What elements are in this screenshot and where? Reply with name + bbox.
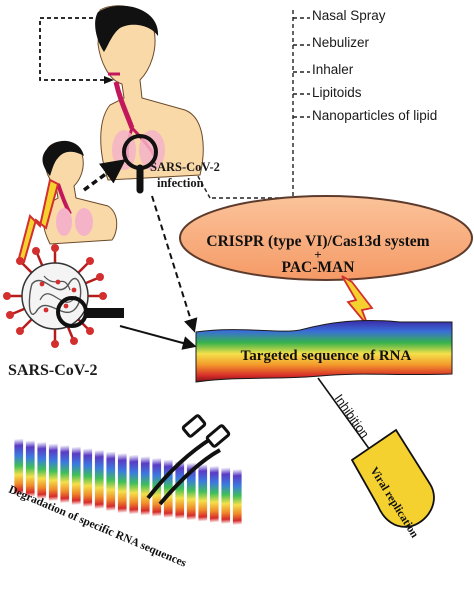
virus-to-rna-arrow — [119, 325, 197, 350]
rna-fragment — [59, 444, 70, 504]
delivery-method-nasal-spray: Nasal Spray — [312, 8, 386, 23]
inhibition-line — [317, 377, 371, 451]
rna-fragment — [25, 439, 36, 498]
rna-fragment — [94, 449, 105, 510]
rna-fragment — [232, 468, 243, 526]
rna-band — [195, 319, 453, 383]
bolt-crispr-icon — [341, 275, 374, 327]
inhibition-label: Inhibition — [332, 392, 372, 441]
rna-fragment — [128, 453, 139, 516]
delivery-method-lipid-nanoparticles: Nanoparticles of lipid — [312, 108, 438, 123]
virus-label: SARS-CoV-2 — [8, 362, 98, 379]
delivery-method-inhaler: Inhaler — [312, 62, 354, 77]
rna-label: Targeted sequence of RNA — [241, 348, 412, 364]
rna-fragment — [13, 437, 24, 496]
rna-fragment — [174, 460, 185, 520]
infection-label-line2: infection — [157, 176, 204, 190]
crispr-label-line1: CRISPR (type VI)/Cas13d system — [206, 233, 429, 250]
patient-figure-small — [42, 140, 118, 245]
viral-replication-tube — [350, 428, 435, 528]
scissors-icon — [146, 414, 231, 506]
delivery-bracket — [177, 10, 310, 199]
crispr-label-line2: PAC-MAN — [282, 259, 355, 276]
rna-fragment — [117, 452, 128, 514]
rna-fragment — [140, 455, 151, 517]
rna-fragment — [105, 450, 116, 512]
infection-to-rna-arrow — [151, 195, 198, 333]
rna-fragment — [82, 447, 93, 508]
bolt-left-icon — [16, 178, 60, 263]
inhalation-arrow — [82, 159, 126, 192]
rna-fragment — [197, 463, 208, 523]
rna-fragment — [186, 461, 197, 521]
rna-fragment — [71, 445, 82, 506]
infection-label-line1: SARS-CoV-2 — [150, 160, 220, 174]
rna-fragment — [48, 442, 59, 502]
virus-particle — [3, 244, 124, 348]
nasal-loop — [39, 17, 108, 81]
nasal-loop-arrowhead — [104, 76, 114, 84]
delivery-method-lipitoids: Lipitoids — [312, 85, 362, 100]
patient-figure-top — [95, 5, 204, 194]
crispr-plus: + — [314, 247, 321, 262]
crispr-ellipse — [179, 195, 473, 281]
delivery-method-nebulizer: Nebulizer — [312, 35, 370, 50]
rna-fragment — [36, 441, 47, 500]
rna-fragment — [209, 465, 220, 524]
rna-fragment — [220, 466, 231, 525]
